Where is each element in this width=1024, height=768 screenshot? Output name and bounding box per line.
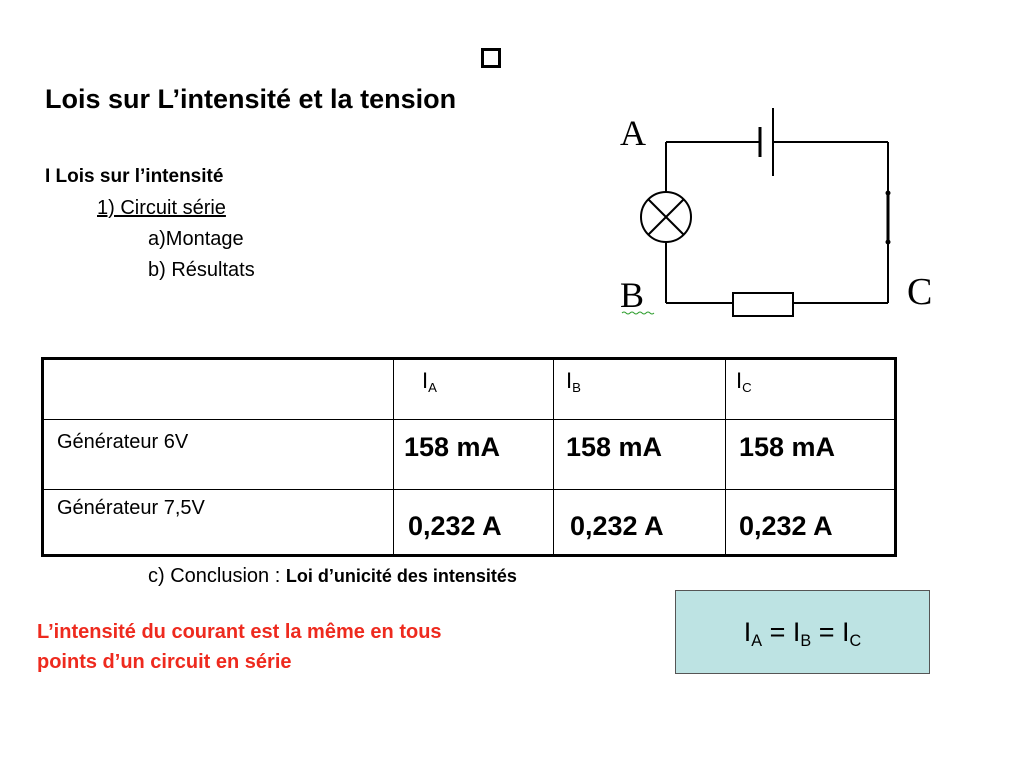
- statement-line-1: L’intensité du courant est la même en to…: [37, 621, 442, 643]
- subsection-heading: 1) Circuit série: [97, 197, 226, 219]
- cell-value: 0,232 A: [393, 489, 554, 556]
- row-label: Générateur 7,5V: [42, 489, 394, 556]
- cell-value: 158 mA: [393, 419, 554, 490]
- resistor-symbol: [732, 292, 794, 317]
- conclusion-statement: L’intensité du courant est la même en to…: [37, 617, 442, 677]
- cell-value: 0,232 A: [725, 489, 896, 556]
- conclusion-law: Loi d’unicité des intensités: [285, 566, 517, 586]
- bullet-box: [481, 48, 501, 68]
- results-table: IA IB IC Générateur 6V 158 mA 158 mA 158…: [41, 357, 897, 557]
- switch-contact-bottom: [885, 239, 891, 245]
- cell-value: 0,232 A: [553, 489, 726, 556]
- conclusion-prefix: c) Conclusion :: [148, 565, 286, 587]
- formula: IA = IB = IC: [743, 616, 862, 650]
- conclusion-line: c) Conclusion : Loi d’unicité des intens…: [148, 565, 517, 588]
- table-row: Générateur 6V 158 mA 158 mA 158 mA: [42, 419, 896, 490]
- cell-value: 158 mA: [553, 419, 726, 490]
- node-label-c: C: [907, 271, 932, 313]
- header-empty-cell: [42, 358, 394, 420]
- lamp-cross-2: [647, 198, 685, 236]
- header-ic: IC: [725, 358, 896, 420]
- switch-contact-top: [885, 190, 891, 196]
- slide-title: Lois sur L’intensité et la tension: [45, 84, 457, 114]
- table-row: Générateur 7,5V 0,232 A 0,232 A 0,232 A: [42, 489, 896, 556]
- header-ib: IB: [553, 358, 726, 420]
- section-heading: I Lois sur l’intensité: [45, 166, 224, 187]
- circuit-diagram: A B C: [620, 108, 932, 317]
- table-header-row: IA IB IC: [42, 358, 896, 420]
- item-resultats: b) Résultats: [148, 259, 255, 281]
- node-label-b: B: [620, 275, 644, 315]
- header-ia: IA: [393, 358, 554, 420]
- spellcheck-underline: [621, 311, 655, 315]
- formula-box: IA = IB = IC: [675, 590, 930, 674]
- node-label-a: A: [620, 113, 646, 153]
- row-label: Générateur 6V: [42, 419, 394, 490]
- statement-line-2: points d’un circuit en série: [37, 651, 292, 673]
- item-montage: a)Montage: [148, 228, 244, 250]
- cell-value: 158 mA: [725, 419, 896, 490]
